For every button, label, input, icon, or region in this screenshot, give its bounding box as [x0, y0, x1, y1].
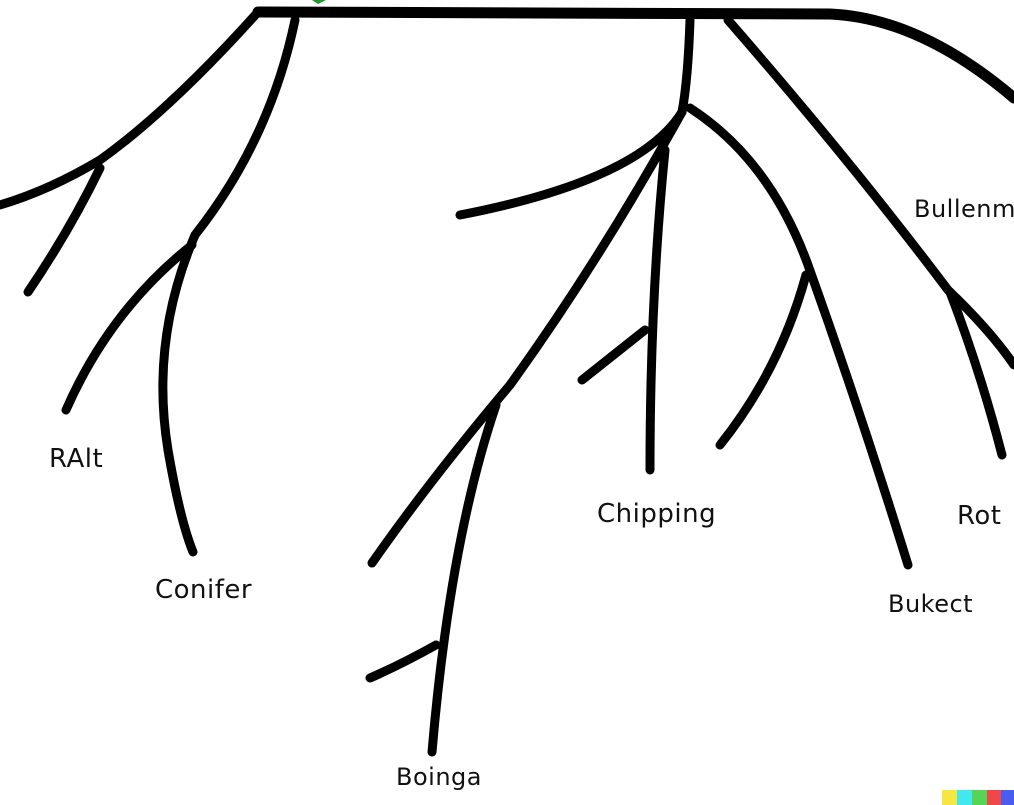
branch-rot [945, 287, 1007, 460]
branch-boinga-twig [365, 640, 441, 683]
label-bullet: Bullenm [914, 195, 1014, 223]
branch-chipping-twig [577, 325, 650, 385]
label-chipping: Chipping [597, 499, 716, 529]
color-watermark [942, 790, 1014, 805]
branch-right-diagonal [723, 15, 1014, 370]
label-boinga: Boinga [396, 763, 482, 791]
label-ralt: RAlt [49, 444, 103, 474]
label-rot: Rot [957, 501, 1002, 531]
branch-bukect-twig [715, 270, 811, 450]
main-trunk [252, 6, 1014, 104]
branch-bukect [685, 103, 913, 570]
branch-left-sweep [0, 7, 263, 210]
label-conifer: Conifer [155, 575, 252, 605]
branch-boinga [427, 400, 501, 757]
branch-conifer-main [158, 15, 300, 557]
branch-chipping [645, 145, 670, 475]
branch-long-diagonal [367, 107, 687, 568]
branch-ralt [61, 240, 197, 415]
top-marker [312, 0, 326, 4]
branch-center-stem [677, 15, 695, 117]
branch-left-twig [23, 163, 105, 297]
label-bukect: Bukect [888, 590, 973, 618]
